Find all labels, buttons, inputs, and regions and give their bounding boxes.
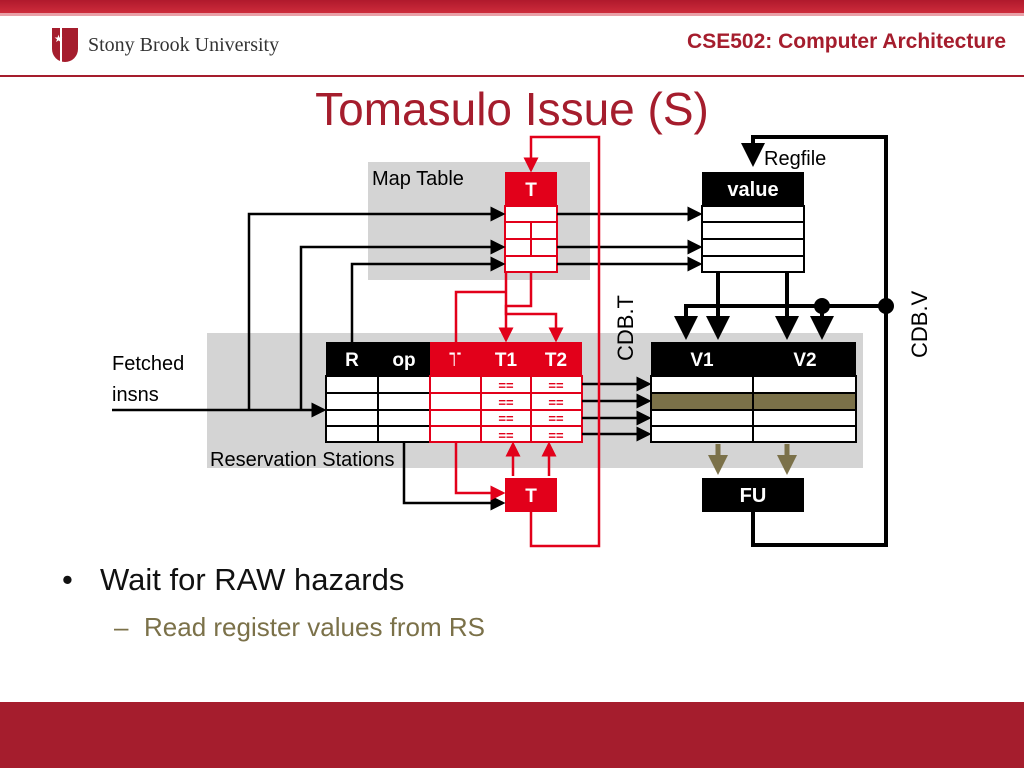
regfile-header: value <box>727 179 778 201</box>
rs-header-op: op <box>392 350 415 371</box>
rs-table-values: V1 V2 <box>650 342 857 443</box>
bullet-sub: –Read register values from RS <box>114 612 485 643</box>
map-to-regfile-wires <box>557 206 703 272</box>
bullet-main-text: Wait for RAW hazards <box>100 562 405 597</box>
t2-comparator: == <box>548 395 564 410</box>
cdb-t-wires <box>454 135 601 548</box>
issue-tag-box <box>505 478 557 512</box>
bullet-sub-text: Read register values from RS <box>144 612 486 642</box>
fetch-wires <box>112 206 506 511</box>
dash-icon: – <box>114 612 129 642</box>
fu-box <box>702 478 804 512</box>
t2-comparator: == <box>548 378 564 393</box>
regfile-label: Regfile <box>764 148 826 170</box>
fetched-label-1: Fetched <box>112 353 184 375</box>
t1-comparator: == <box>498 411 514 426</box>
t1-comparator: == <box>498 428 514 443</box>
t1-comparator: == <box>498 395 514 410</box>
cdb-v-junction <box>878 298 894 314</box>
cdb-v-junction <box>814 298 830 314</box>
map-table-header: T <box>525 180 537 201</box>
regfile-table: value <box>701 172 805 273</box>
bottom-banner <box>0 702 1024 768</box>
bullet-list: • Wait for RAW hazards –Read register val… <box>62 562 485 643</box>
t1-comparator: == <box>498 378 514 393</box>
cdb-t-label: CDB.T <box>613 295 638 361</box>
course-title: CSE502: Computer Architecture <box>687 30 1006 53</box>
university-logo: ★ Stony Brook University <box>52 28 279 62</box>
bullet-dot-icon: • <box>62 562 73 597</box>
reservation-stations-label: Reservation Stations <box>210 449 395 471</box>
rs-to-fu-wires <box>708 444 797 475</box>
slide-title: Tomasulo Issue (S) <box>315 83 709 135</box>
cdb-v-label: CDB.V <box>907 290 932 358</box>
t2-comparator: == <box>548 411 564 426</box>
shield-icon: ★ <box>52 28 78 62</box>
rs-header-v2: V2 <box>793 350 816 371</box>
rs-header-v1: V1 <box>690 350 714 371</box>
t2-comparator: == <box>548 428 564 443</box>
bullet-main: • Wait for RAW hazards <box>62 562 485 598</box>
rs-header-t2: T2 <box>545 350 567 371</box>
rs-header-t1: T1 <box>495 350 518 371</box>
logo-text: Stony Brook University <box>88 33 280 56</box>
header-divider <box>0 75 1024 77</box>
rs-compare-wires <box>582 376 652 442</box>
issue-tag-label: T <box>525 486 537 507</box>
rs-table-tags: T T1 T2 == == == == == == == == <box>429 342 583 443</box>
top-banner <box>0 0 1024 16</box>
fu-label: FU <box>740 485 767 507</box>
rs-table-left: R op <box>325 342 431 443</box>
map-table: T <box>504 172 558 273</box>
rs-header-r: R <box>345 350 359 371</box>
map-table-label: Map Table <box>372 168 464 190</box>
fetched-label-2: insns <box>112 384 159 406</box>
